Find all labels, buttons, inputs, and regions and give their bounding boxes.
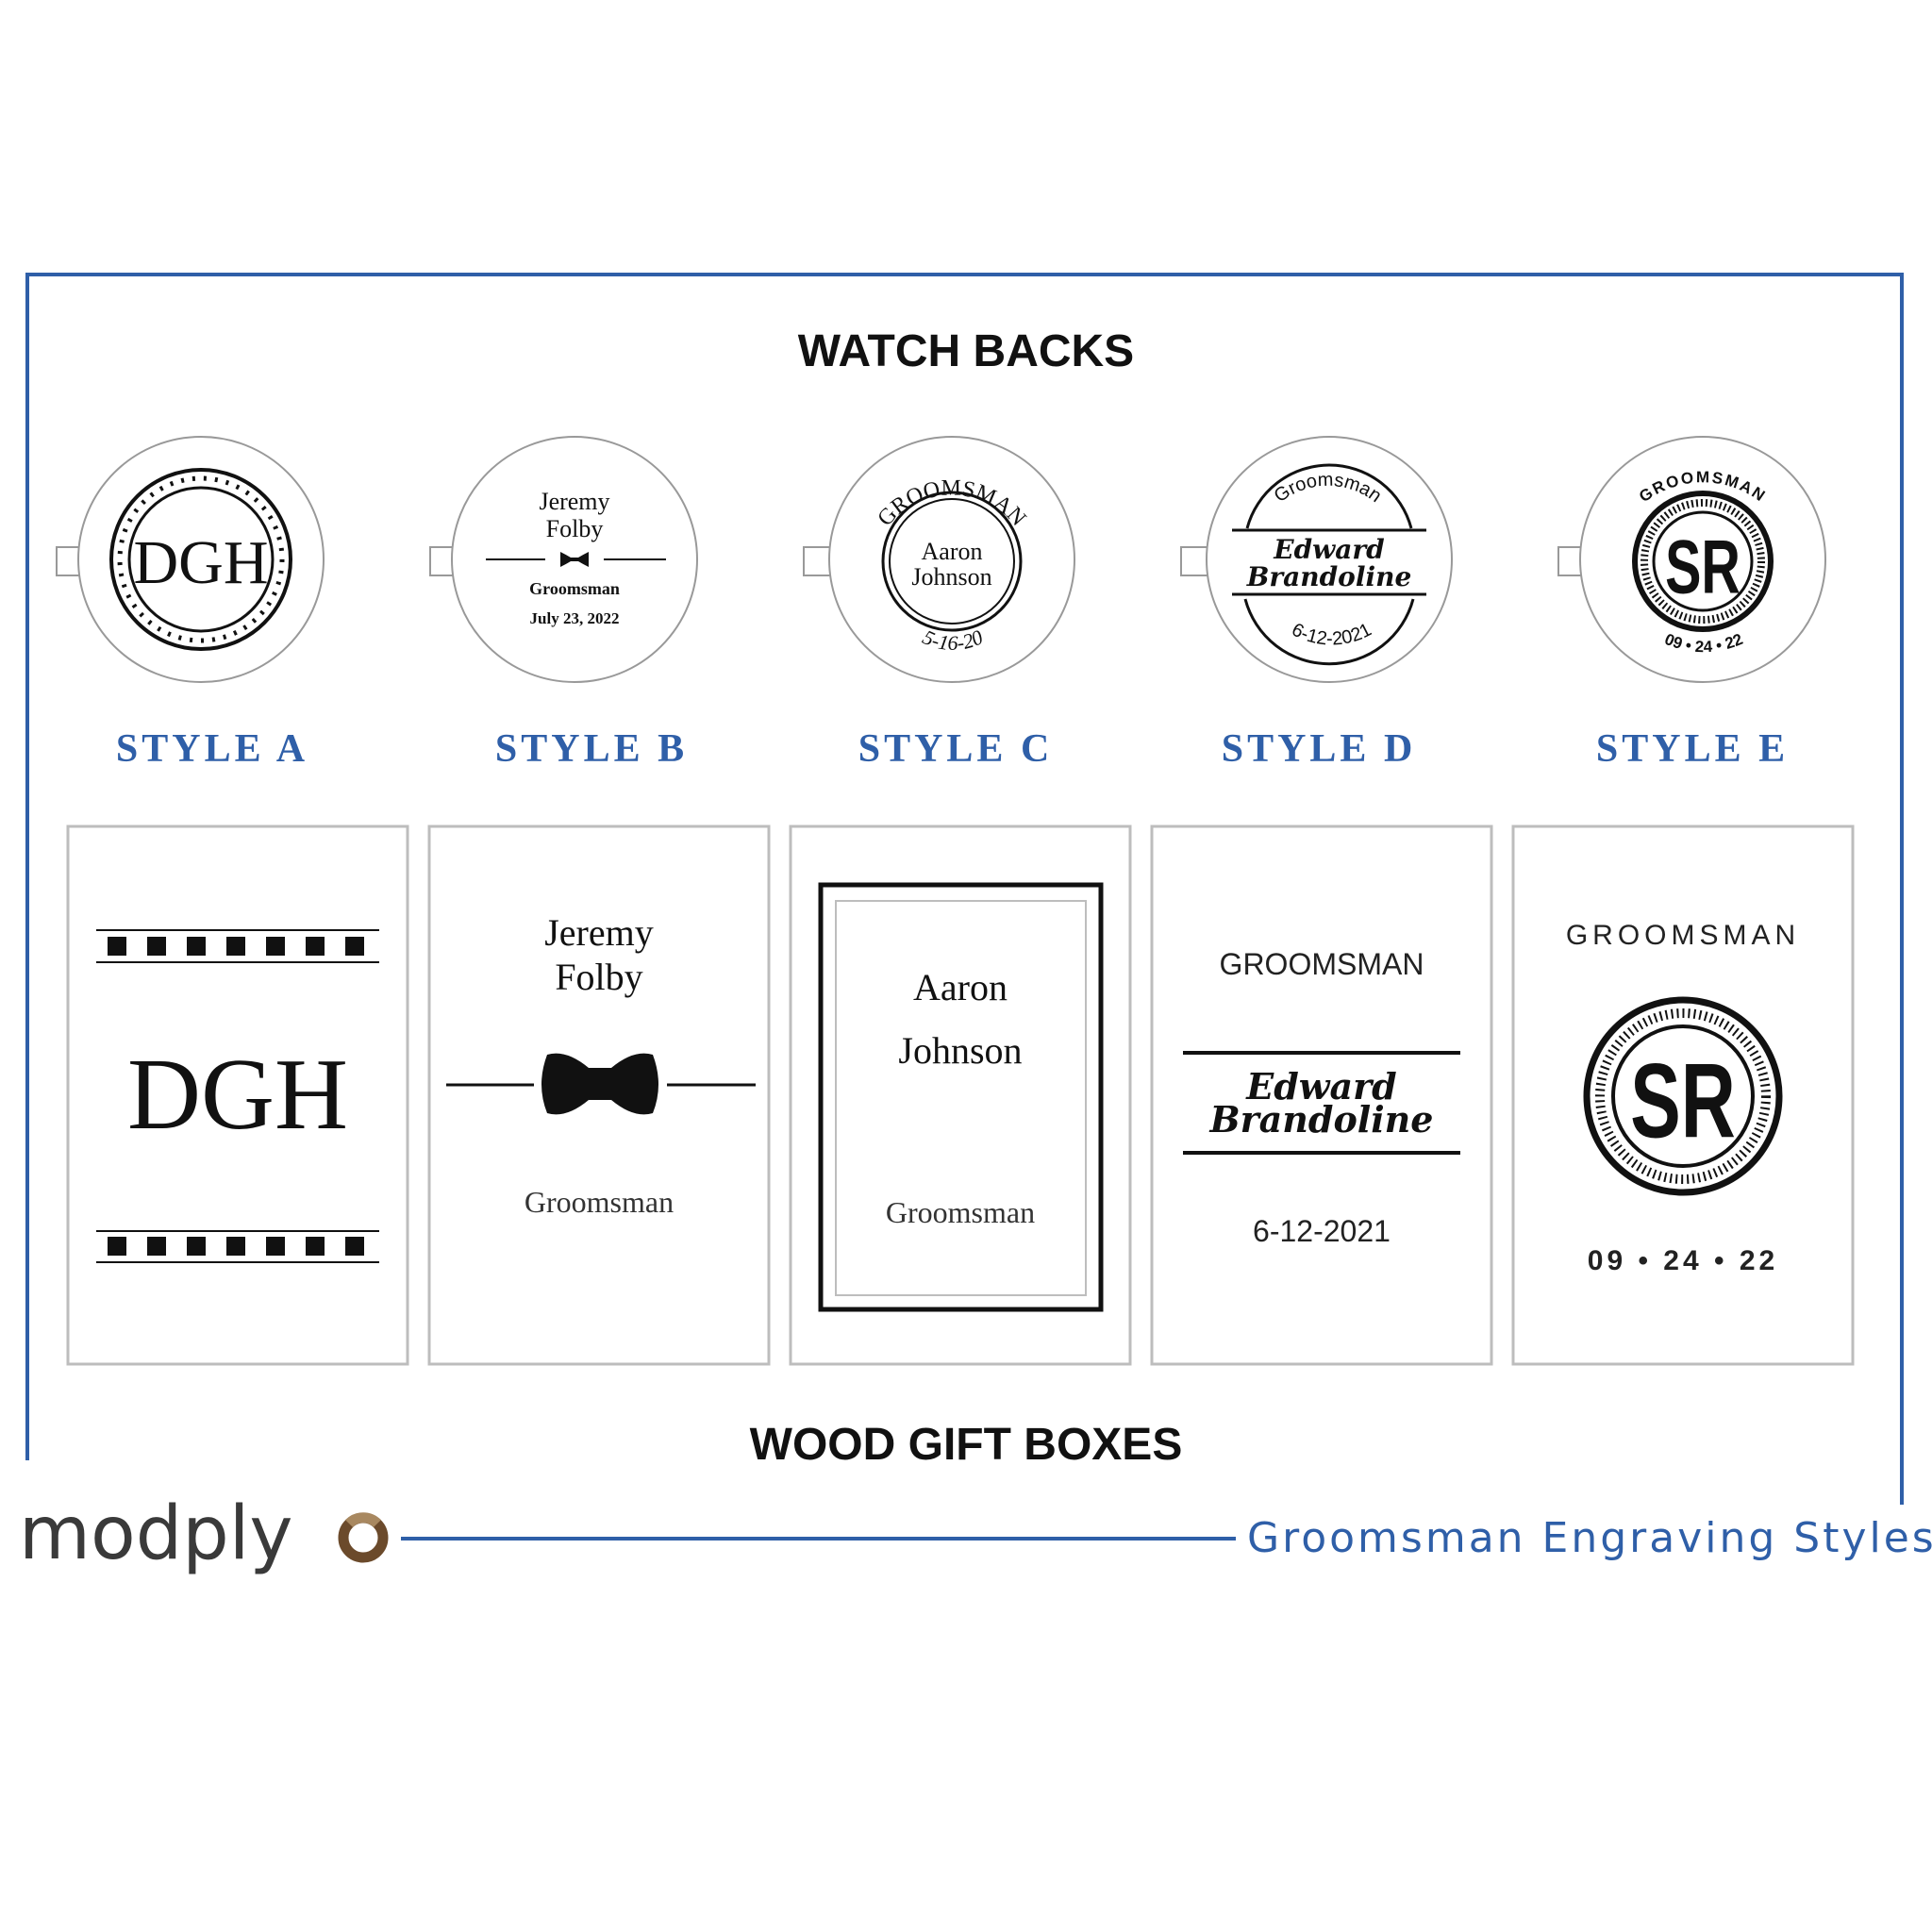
box-c-name-line2: Johnson <box>898 1029 1022 1072</box>
box-b-role: Groomsman <box>525 1185 674 1219</box>
watch-back-style-c: GROOMSMAN Aaron Johnson 5-16-20 <box>803 436 1075 683</box>
watch-a-monogram: DGH <box>134 528 269 597</box>
box-e-role: GROOMSMAN <box>1566 920 1800 951</box>
bow-tie-icon <box>560 552 589 567</box>
watch-c-name-line1: Aaron <box>922 538 983 565</box>
watch-backs-title: WATCH BACKS <box>798 326 1134 376</box>
watch-b-role: Groomsman <box>529 579 620 598</box>
box-e-monogram: SR <box>1630 1041 1736 1160</box>
brand-tagline: Groomsman Engraving Styles <box>1247 1514 1932 1562</box>
watch-back-style-e: GROOMSMAN SR 09 • 24 • 22 <box>1557 436 1826 683</box>
gift-box-style-e: GROOMSMAN SR 09 • 24 • 22 <box>1511 824 1855 1366</box>
style-a-label: STYLE A <box>116 727 308 771</box>
gift-box-style-b: Jeremy Folby Groomsman <box>427 824 771 1366</box>
box-d-date: 6-12-2021 <box>1253 1214 1391 1248</box>
brand-name: modply <box>19 1491 293 1576</box>
box-d-role: GROOMSMAN <box>1220 947 1424 981</box>
style-e-label: STYLE E <box>1596 727 1789 771</box>
watch-d-name-line1: Edward <box>1273 534 1385 565</box>
watch-b-date: July 23, 2022 <box>530 609 620 627</box>
style-d-label: STYLE D <box>1222 727 1417 771</box>
bow-tie-icon <box>541 1053 658 1115</box>
box-a-monogram: DGH <box>127 1039 348 1151</box>
box-d-name-line1: Edward <box>1245 1065 1396 1108</box>
watch-back-style-b: Jeremy Folby Groomsman July 23, 2022 <box>429 436 698 683</box>
box-b-name-line1: Jeremy <box>544 911 654 954</box>
lined-ring-icon <box>1641 499 1765 624</box>
gift-box-style-c: Aaron Johnson Groomsman <box>789 824 1132 1366</box>
watch-d-name-line2: Brandoline <box>1246 561 1412 592</box>
watch-b-name-line2: Folby <box>546 515 604 542</box>
outer-frame <box>25 273 1904 1505</box>
watch-c-name-line2: Johnson <box>911 563 991 591</box>
box-d-name-line2: Brandoline <box>1209 1098 1434 1141</box>
watch-back-style-d: Groomsman Edward Brandoline 6-12-2021 <box>1180 436 1453 683</box>
dot-ring-icon <box>117 475 285 643</box>
ring-logo-icon <box>338 1512 389 1563</box>
watch-e-monogram: SR <box>1665 525 1740 609</box>
gift-box-style-d: GROOMSMAN Edward Brandoline 6-12-2021 <box>1150 824 1493 1366</box>
checker-border-icon <box>96 929 379 1263</box>
style-c-label: STYLE C <box>858 727 1054 771</box>
watch-back-style-a: DGH <box>56 436 325 683</box>
gift-box-style-a: DGH <box>66 824 409 1366</box>
watch-b-name-line1: Jeremy <box>539 488 609 515</box>
box-e-date: 09 • 24 • 22 <box>1588 1245 1778 1276</box>
box-c-name-line1: Aaron <box>913 966 1008 1008</box>
lined-ring-icon <box>1595 1008 1771 1184</box>
box-c-role: Groomsman <box>886 1195 1035 1229</box>
box-b-name-line2: Folby <box>555 956 642 998</box>
style-b-label: STYLE B <box>495 727 688 771</box>
wood-gift-boxes-title: WOOD GIFT BOXES <box>750 1420 1183 1470</box>
